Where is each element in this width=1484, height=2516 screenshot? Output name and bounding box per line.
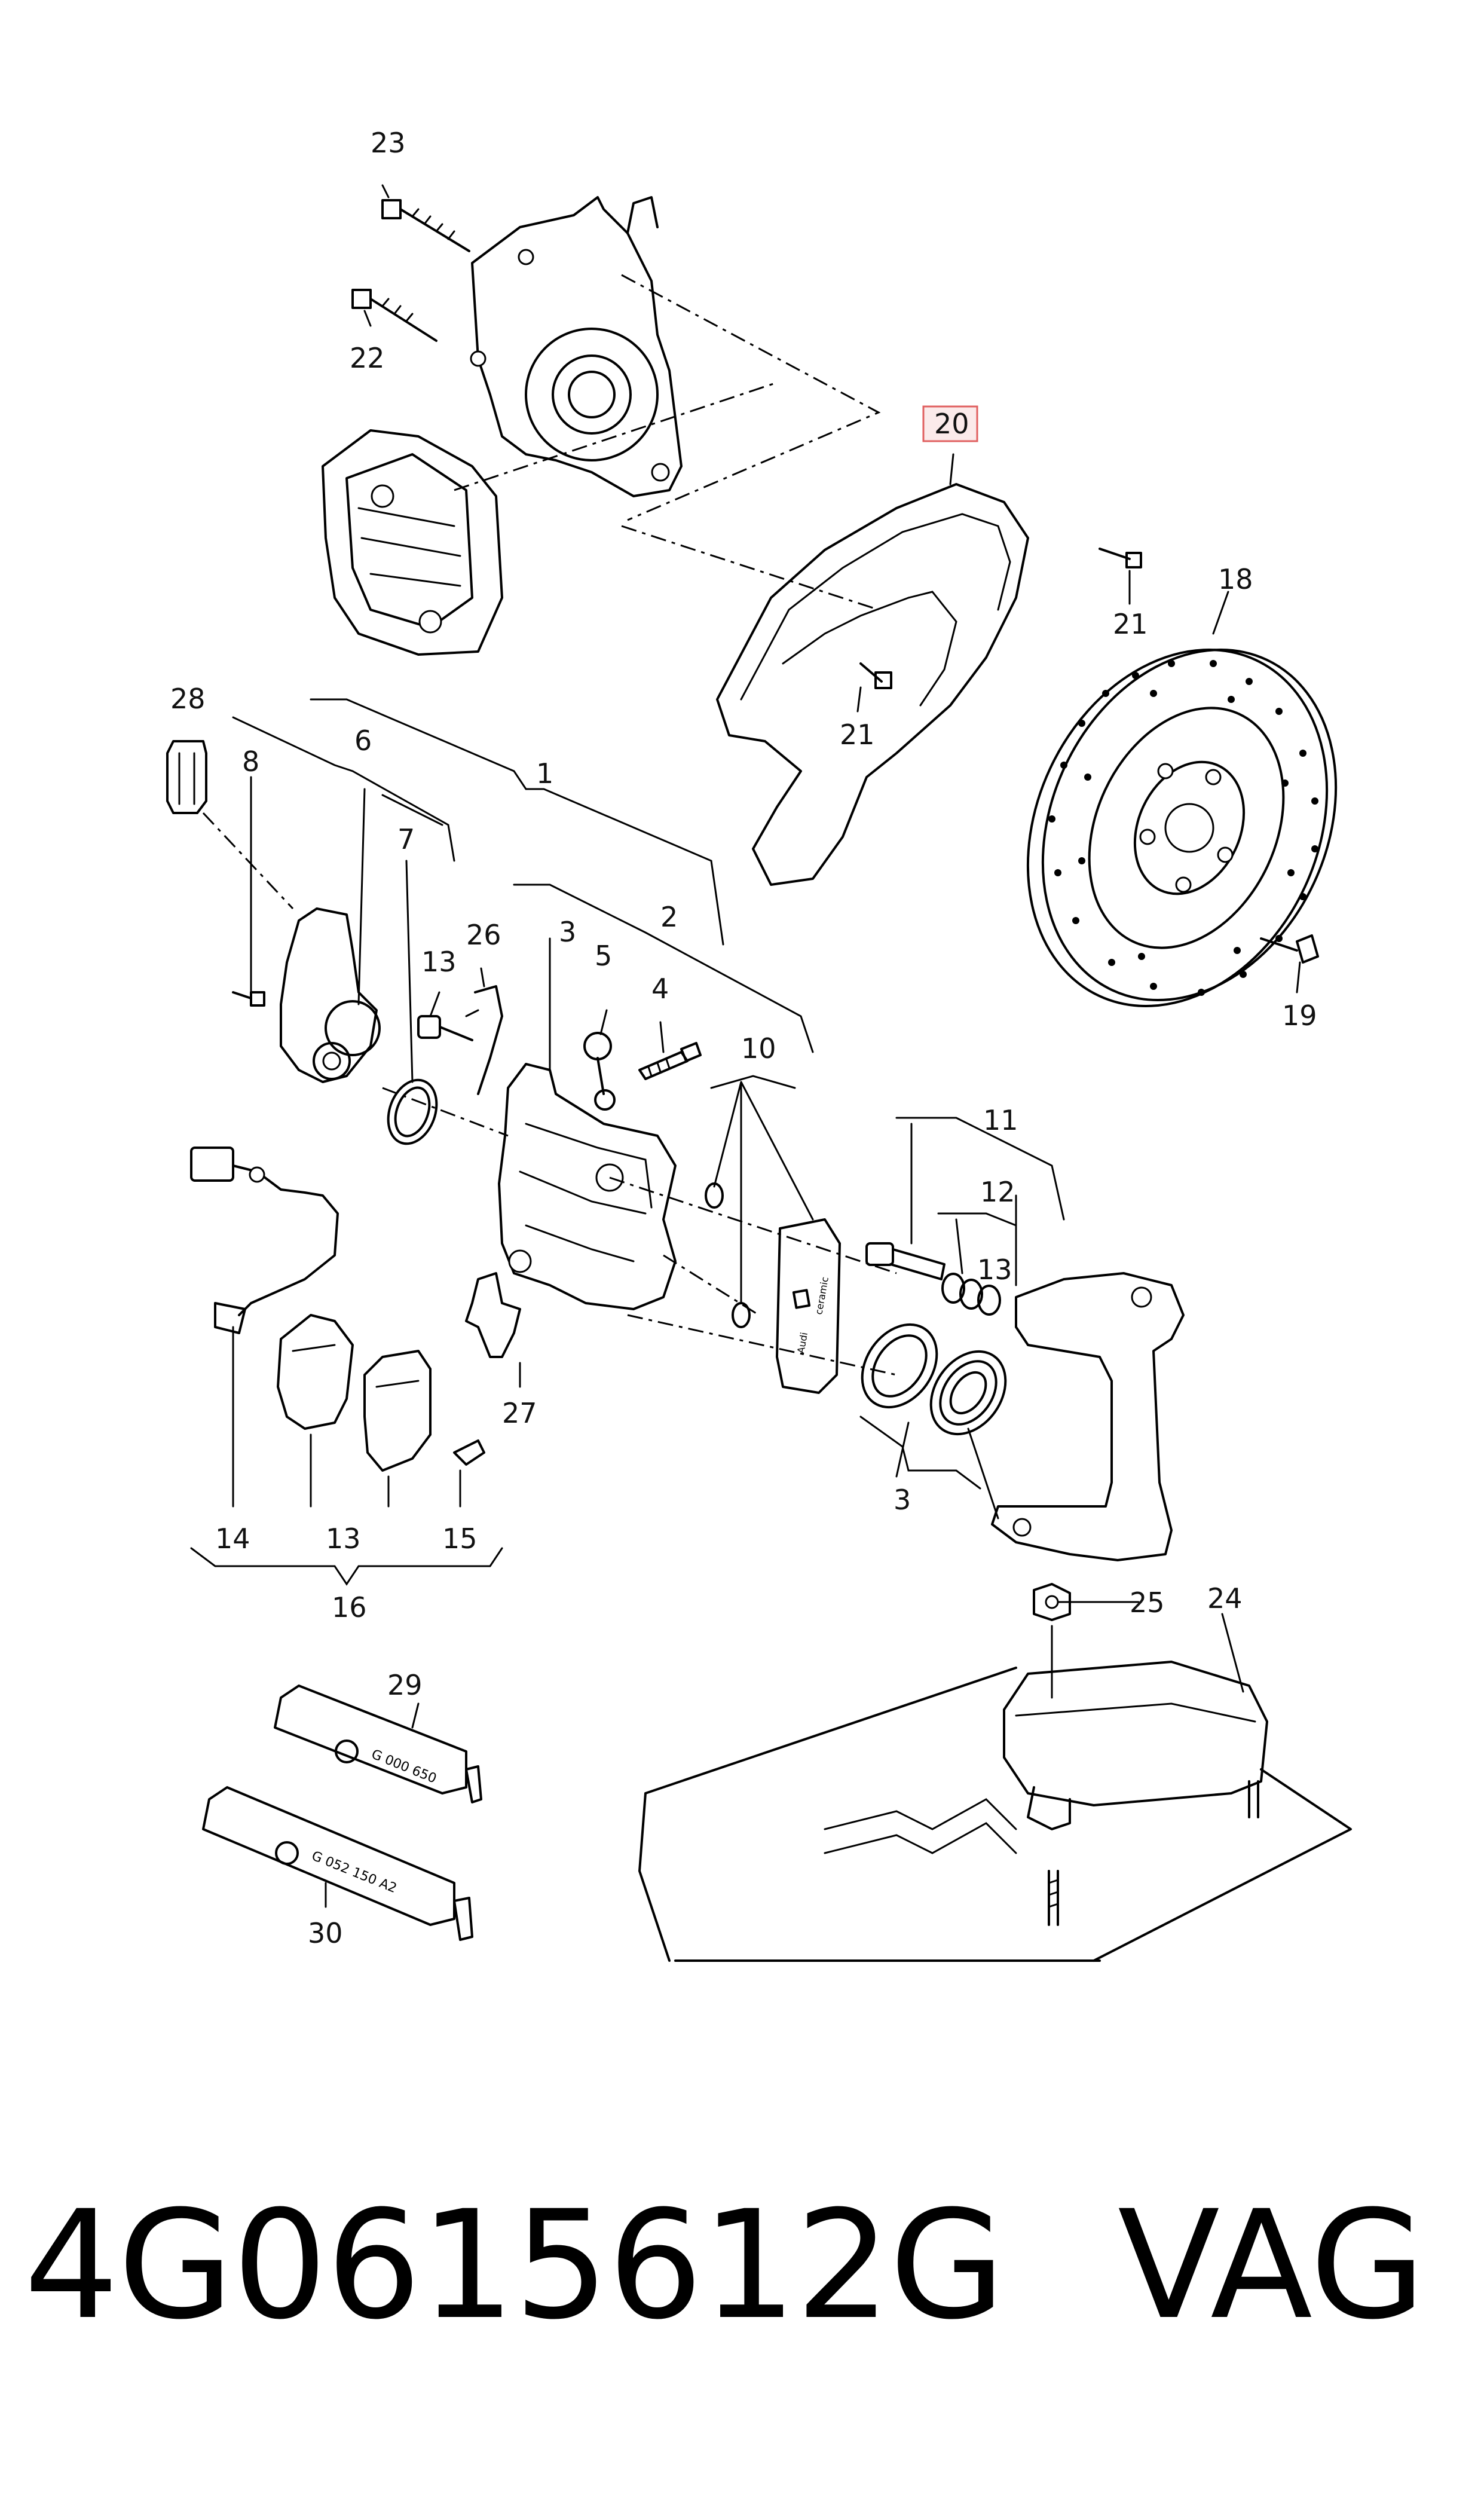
bolt-22 <box>351 289 437 342</box>
splash-shield <box>716 483 1029 886</box>
callout-28: 28 <box>170 683 206 715</box>
callout-13-upper: 13 <box>421 946 457 978</box>
bolt-23 <box>381 199 470 252</box>
callout-labels: 23 22 20 21 18 21 28 6 1 8 7 26 3 2 5 13… <box>170 127 1317 1949</box>
guide-pin-11 <box>865 1242 946 1280</box>
callout-3-upper: 3 <box>559 916 576 948</box>
callout-29: 29 <box>387 1669 423 1701</box>
grease-tube-29: G 000 650 <box>274 1685 482 1803</box>
bolt-19 <box>1260 934 1319 964</box>
bolt-13-upper <box>417 1015 473 1041</box>
brake-pad-ceramic: Audi ceramic <box>776 1218 841 1394</box>
vehicle-floor-outline <box>638 1667 1352 1962</box>
bleed-screw-5 <box>583 1032 616 1111</box>
callout-8: 8 <box>242 745 259 778</box>
tube-30-label: G 052 150 A2 <box>310 1848 399 1896</box>
brake-wear-sensor <box>190 1147 339 1334</box>
callout-21-shield: 21 <box>840 719 875 751</box>
brake-carrier <box>991 1272 1185 1561</box>
brake-pad-left <box>277 1314 354 1430</box>
stud-bolt <box>1048 1780 1259 1926</box>
wheel-bearing-housing <box>470 196 683 497</box>
callout-27: 27 <box>502 1397 537 1429</box>
control-unit-24 <box>1003 1661 1268 1830</box>
connector-28 <box>166 740 207 814</box>
callout-26: 26 <box>466 919 501 951</box>
bolt-21-disc <box>1099 548 1142 568</box>
bolt-21-shield <box>859 662 892 689</box>
callout-25: 25 <box>1130 1586 1165 1619</box>
callout-30: 30 <box>308 1917 343 1949</box>
brake-caliper-upper <box>322 429 503 656</box>
spring-26 <box>465 985 503 1095</box>
callout-20-highlight <box>922 405 978 442</box>
callout-11: 11 <box>983 1104 1018 1136</box>
callout-23: 23 <box>371 127 406 159</box>
pad-brand-label: Audi <box>795 1331 810 1354</box>
disc-drill-holes <box>1048 660 1318 996</box>
spring-clip-27 <box>465 1272 521 1358</box>
callout-10: 10 <box>741 1032 776 1065</box>
tube-29-label: G 000 650 <box>369 1747 439 1786</box>
part-number: 4G0615612G <box>24 2178 1005 2352</box>
brake-caliper-housing <box>498 1063 677 1310</box>
callout-14: 14 <box>215 1523 250 1555</box>
callout-2: 2 <box>660 901 678 933</box>
brake-pad-right <box>363 1350 432 1472</box>
brand-name: VAG <box>1118 2178 1426 2352</box>
callout-18: 18 <box>1218 563 1253 595</box>
callout-13-middle: 13 <box>977 1254 1012 1286</box>
callout-21-disc: 21 <box>1113 608 1148 640</box>
callout-5: 5 <box>595 940 612 972</box>
callout-16: 16 <box>332 1591 367 1624</box>
callout-22: 22 <box>350 342 385 374</box>
callout-13-lower: 13 <box>326 1523 361 1555</box>
callout-6: 6 <box>354 724 372 757</box>
callout-12: 12 <box>980 1176 1015 1208</box>
callout-7: 7 <box>397 823 415 855</box>
callout-15: 15 <box>442 1523 478 1555</box>
brake-disc <box>1026 648 1338 1007</box>
seal-ring-3b <box>929 1350 1007 1436</box>
bleed-cap-4 <box>638 1042 702 1080</box>
callout-20: 20 <box>934 408 969 440</box>
alignment-lines <box>202 274 1094 1603</box>
clip-15 <box>453 1439 485 1466</box>
dust-boot-12 <box>941 1273 1001 1316</box>
callout-1: 1 <box>536 757 553 790</box>
pad-ceramic-label: ceramic <box>813 1276 831 1316</box>
callout-3-lower: 3 <box>894 1484 911 1516</box>
leader-lines <box>232 184 1301 1908</box>
seal-ring-3a <box>861 1323 938 1409</box>
group-brackets <box>190 698 1065 1586</box>
parking-brake-motor <box>232 907 381 1083</box>
callout-24: 24 <box>1207 1582 1243 1615</box>
callout-4: 4 <box>651 973 669 1005</box>
o-ring-7 <box>387 1078 438 1145</box>
callout-19: 19 <box>1282 999 1317 1032</box>
